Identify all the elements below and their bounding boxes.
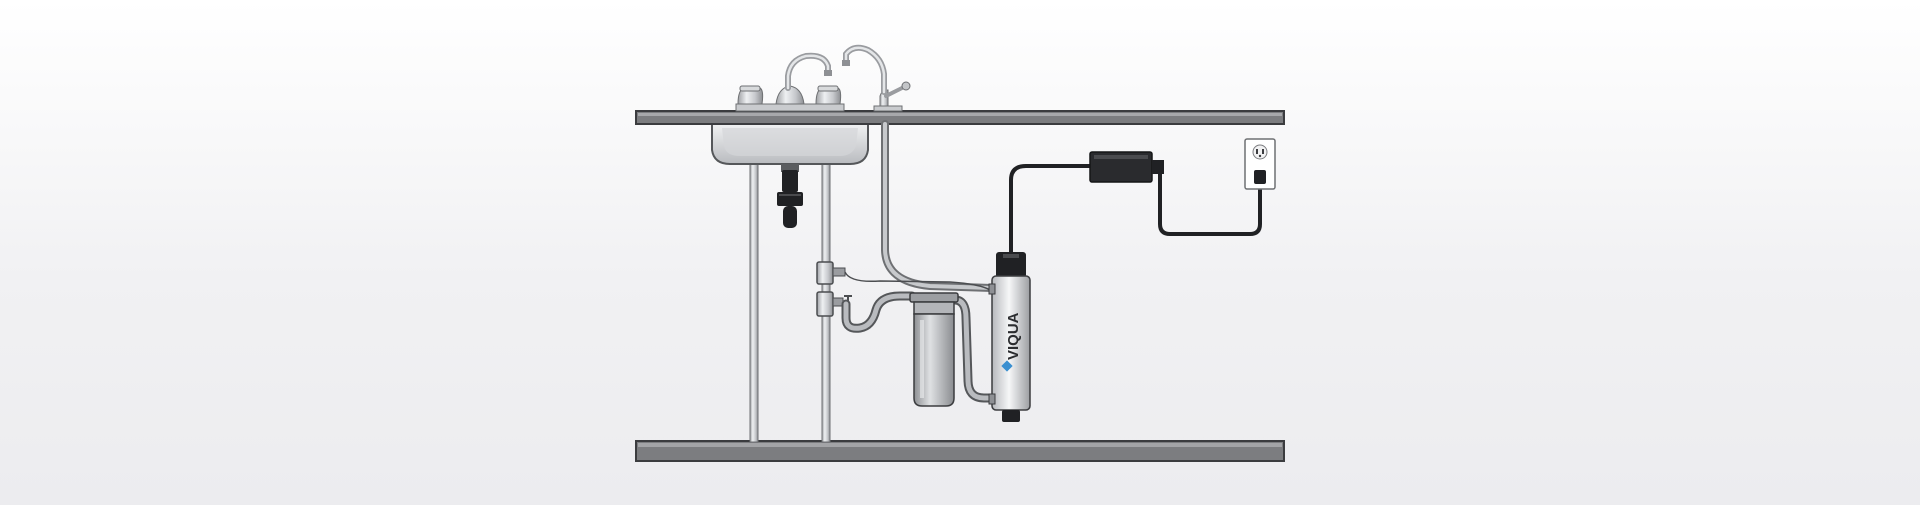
wall-outlet	[1244, 138, 1276, 190]
filter-to-uv-line	[950, 295, 997, 403]
treated-water-line	[881, 120, 996, 292]
viqua-logo-icon	[1001, 360, 1013, 372]
main-power-cord	[1158, 172, 1262, 236]
countertop	[635, 110, 1285, 125]
kitchen-faucet	[735, 52, 845, 112]
uv-power-cord	[1009, 164, 1094, 254]
kitchen-sink	[711, 121, 869, 172]
uv-water-sterilizer: VIQUA	[988, 252, 1031, 422]
cold-water-feed-line	[841, 291, 917, 333]
cabinet-floor	[635, 440, 1285, 462]
bypass-tubing	[844, 271, 991, 291]
power-supply-controller	[1089, 151, 1164, 183]
shutoff-valves	[816, 261, 852, 317]
sink-drain-trap	[777, 170, 803, 228]
brand-label: VIQUA	[1005, 312, 1022, 360]
sediment-filter-housing	[909, 292, 959, 407]
dedicated-drinking-faucet	[842, 44, 911, 112]
